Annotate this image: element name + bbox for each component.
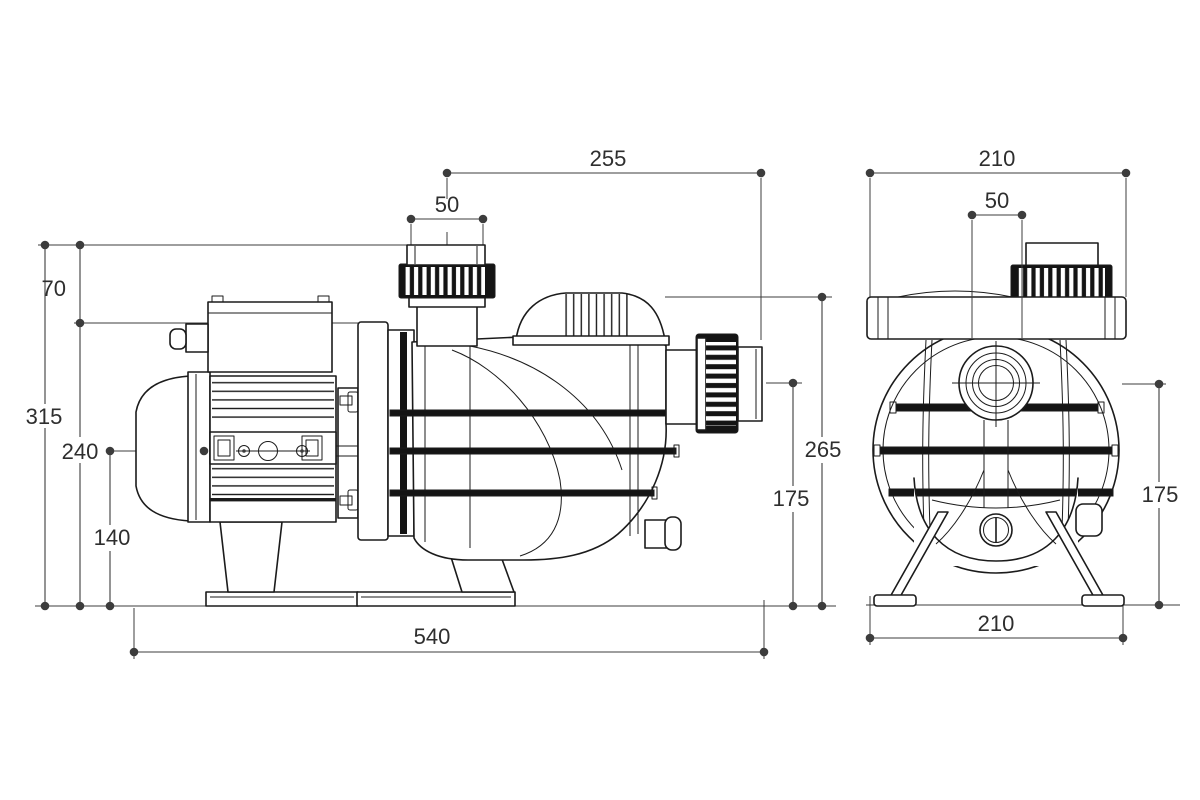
fan-cover: [135, 375, 191, 522]
front-port: [952, 341, 1040, 427]
seal-plate: [357, 321, 389, 541]
front-view: [866, 242, 1127, 607]
dim-front-base-width: 210: [978, 611, 1015, 636]
discharge-neck: [665, 349, 699, 425]
drain-plug-side: [644, 519, 668, 549]
motor-base-plate: [205, 591, 359, 607]
motor-fins-lower: [212, 462, 334, 496]
dim-side-top-offset: 70: [42, 276, 66, 301]
clamp-struts: [922, 339, 1070, 531]
pump-housing: [347, 244, 763, 561]
left-foot: [873, 594, 917, 607]
dim-side-overall-length: 540: [414, 624, 451, 649]
dim-front-top-width: 210: [979, 146, 1016, 171]
bottom-housing: [913, 477, 1079, 562]
top-collar: [1025, 242, 1099, 268]
lid-grip-ribs: [560, 294, 630, 340]
dim-front-outlet-height: 175: [1142, 482, 1179, 507]
legs: [873, 511, 1125, 607]
discharge-stub: [737, 346, 763, 422]
center-column: [979, 420, 1013, 547]
motor-foot: [219, 521, 283, 593]
right-foot: [1081, 594, 1125, 607]
motor-fins-upper: [212, 380, 334, 420]
fan-cover-rim: [187, 371, 211, 523]
dim-side-shaft-height: 140: [94, 525, 131, 550]
side-plug-front: [1075, 503, 1103, 537]
dim-side-port-span: 255: [590, 146, 627, 171]
dim-front-port-offset: 50: [985, 188, 1009, 213]
discharge-port: [665, 333, 763, 434]
cable-gland: [185, 323, 209, 353]
inlet-port: [398, 244, 496, 347]
dim-side-lid-height: 265: [805, 437, 842, 462]
dim-side-flange-height: 240: [62, 439, 99, 464]
motor: [135, 295, 359, 523]
strainer-lid: [512, 292, 670, 346]
dim-side-overall-height: 315: [26, 404, 63, 429]
lid-base-ring: [512, 335, 670, 346]
dim-side-outlet-height: 175: [773, 486, 810, 511]
dim-side-inlet-union: 50: [435, 192, 459, 217]
tank-flange: [866, 296, 1127, 340]
top-port: [1010, 242, 1113, 301]
cable-gland-cap: [169, 328, 187, 350]
inlet-collar: [406, 244, 486, 266]
inlet-neck: [416, 305, 478, 347]
dimensions: 255 50 315 70 240 140 540 265 175 210: [26, 146, 1179, 657]
pump-base-plate: [356, 591, 516, 607]
side-view: [135, 244, 763, 607]
